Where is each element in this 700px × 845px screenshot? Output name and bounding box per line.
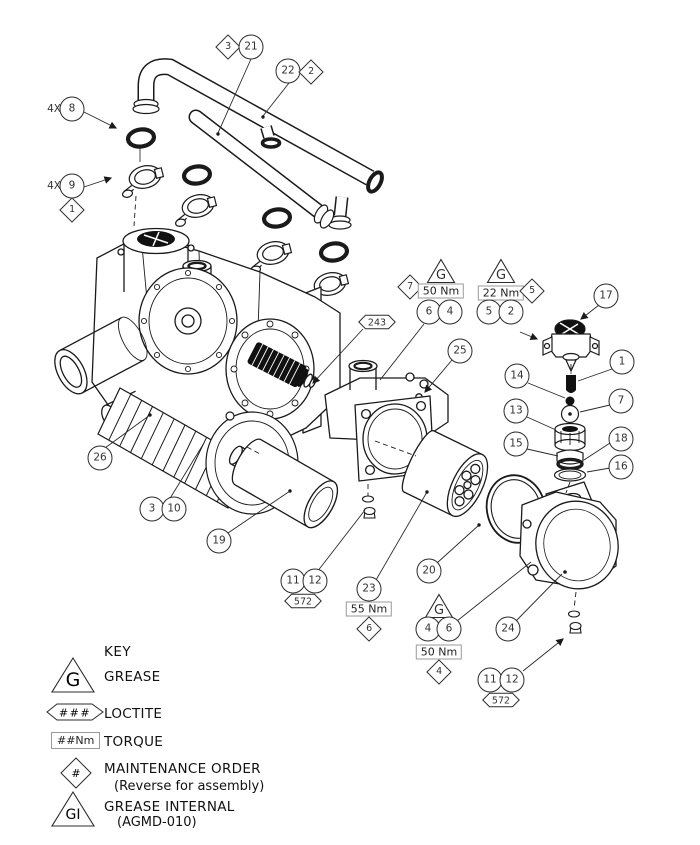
callout-box-50-nm: 50 Nm — [417, 283, 465, 299]
callout-circle-8: 8 — [59, 96, 85, 122]
callout-box-22-nm: 22 Nm — [477, 285, 525, 301]
callout-hexagon-572: 572 — [284, 593, 322, 609]
callout-hexagon-243: 243 — [358, 314, 396, 330]
legend-title: KEY — [104, 644, 132, 660]
svg-text:G: G — [434, 603, 444, 618]
valve-parts-stack — [553, 375, 587, 482]
callout-circle-4: 4 — [415, 616, 441, 642]
callout-circle-15: 15 — [503, 431, 529, 457]
housing-drain-bolt — [567, 610, 582, 634]
callout-circle-9: 9 — [59, 173, 85, 199]
callout-circle-24: 24 — [495, 616, 521, 642]
maintenance-diamond-icon: # — [60, 757, 92, 789]
callout-circle-12: 12 — [499, 667, 525, 693]
callout-circle-16: 16 — [608, 454, 634, 480]
callout-text-4x: 4X — [47, 179, 61, 192]
callout-circle-6: 6 — [436, 616, 462, 642]
callout-circle-25: 25 — [447, 338, 473, 364]
valve-assembly — [542, 319, 600, 373]
manifold-flange — [324, 359, 449, 482]
callout-triangle-g: G — [424, 593, 454, 619]
loctite-hexagon-icon: ### — [46, 703, 104, 721]
callout-circle-13: 13 — [503, 398, 529, 424]
callout-hexagon-572: 572 — [482, 692, 520, 708]
svg-text:G: G — [436, 268, 446, 283]
callout-circle-17: 17 — [593, 283, 619, 309]
svg-text:572: 572 — [294, 597, 312, 608]
callout-circle-18: 18 — [608, 426, 634, 452]
callout-circle-23: 23 — [356, 576, 382, 602]
callout-box-50-nm: 50 Nm — [415, 644, 463, 660]
right-housing — [519, 481, 619, 590]
callout-circle-12: 12 — [302, 568, 328, 594]
svg-text:GI: GI — [66, 807, 81, 823]
callout-box-55-nm: 55 Nm — [345, 601, 393, 617]
callout-triangle-g: G — [486, 258, 516, 284]
legend-maintenance-label: MAINTENANCE ORDER — [104, 761, 261, 777]
svg-text:#: # — [71, 767, 80, 780]
svg-text:###: ### — [59, 707, 91, 720]
filter-drum — [401, 430, 489, 518]
callout-circle-21: 21 — [238, 34, 264, 60]
grease-triangle-icon: G — [51, 656, 95, 693]
torque-box-icon: ##Nm — [51, 732, 101, 749]
callout-circle-7: 7 — [608, 388, 634, 414]
callout-circle-20: 20 — [416, 558, 442, 584]
svg-text:G: G — [496, 268, 506, 283]
tube-assembly — [132, 58, 384, 230]
legend-grease-label: GREASE — [104, 669, 161, 685]
callout-text-4x: 4X — [47, 102, 61, 115]
callout-circle-26: 26 — [87, 445, 113, 471]
leader-dots — [148, 115, 481, 527]
legend-maintenance-sublabel: (Reverse for assembly) — [114, 779, 265, 794]
muffler-cylinder — [228, 438, 339, 529]
flange-drain-bolt — [361, 495, 376, 519]
svg-text:572: 572 — [492, 696, 510, 707]
callout-circle-1: 1 — [609, 349, 635, 375]
legend-grease-internal-label: GREASE INTERNAL — [104, 799, 235, 815]
legend-grease-internal-sublabel: (AGMD-010) — [117, 815, 197, 830]
callout-circle-19: 19 — [206, 528, 232, 554]
leader-lines — [83, 58, 613, 672]
svg-text:G: G — [66, 669, 81, 691]
grease-internal-triangle-icon: GI — [51, 790, 95, 827]
svg-text:243: 243 — [368, 318, 386, 329]
callout-circle-4: 4 — [437, 299, 463, 325]
callout-circle-14: 14 — [504, 363, 530, 389]
callout-circle-3: 3 — [139, 496, 165, 522]
callout-circle-22: 22 — [275, 58, 301, 84]
legend-loctite-label: LOCTITE — [104, 706, 163, 722]
centerlines — [133, 195, 577, 610]
legend-torque-label: TORQUE — [104, 734, 164, 750]
callout-circle-2: 2 — [498, 299, 524, 325]
callout-triangle-g: G — [426, 258, 456, 284]
pump-body — [54, 227, 341, 450]
callout-circle-10: 10 — [161, 496, 187, 522]
